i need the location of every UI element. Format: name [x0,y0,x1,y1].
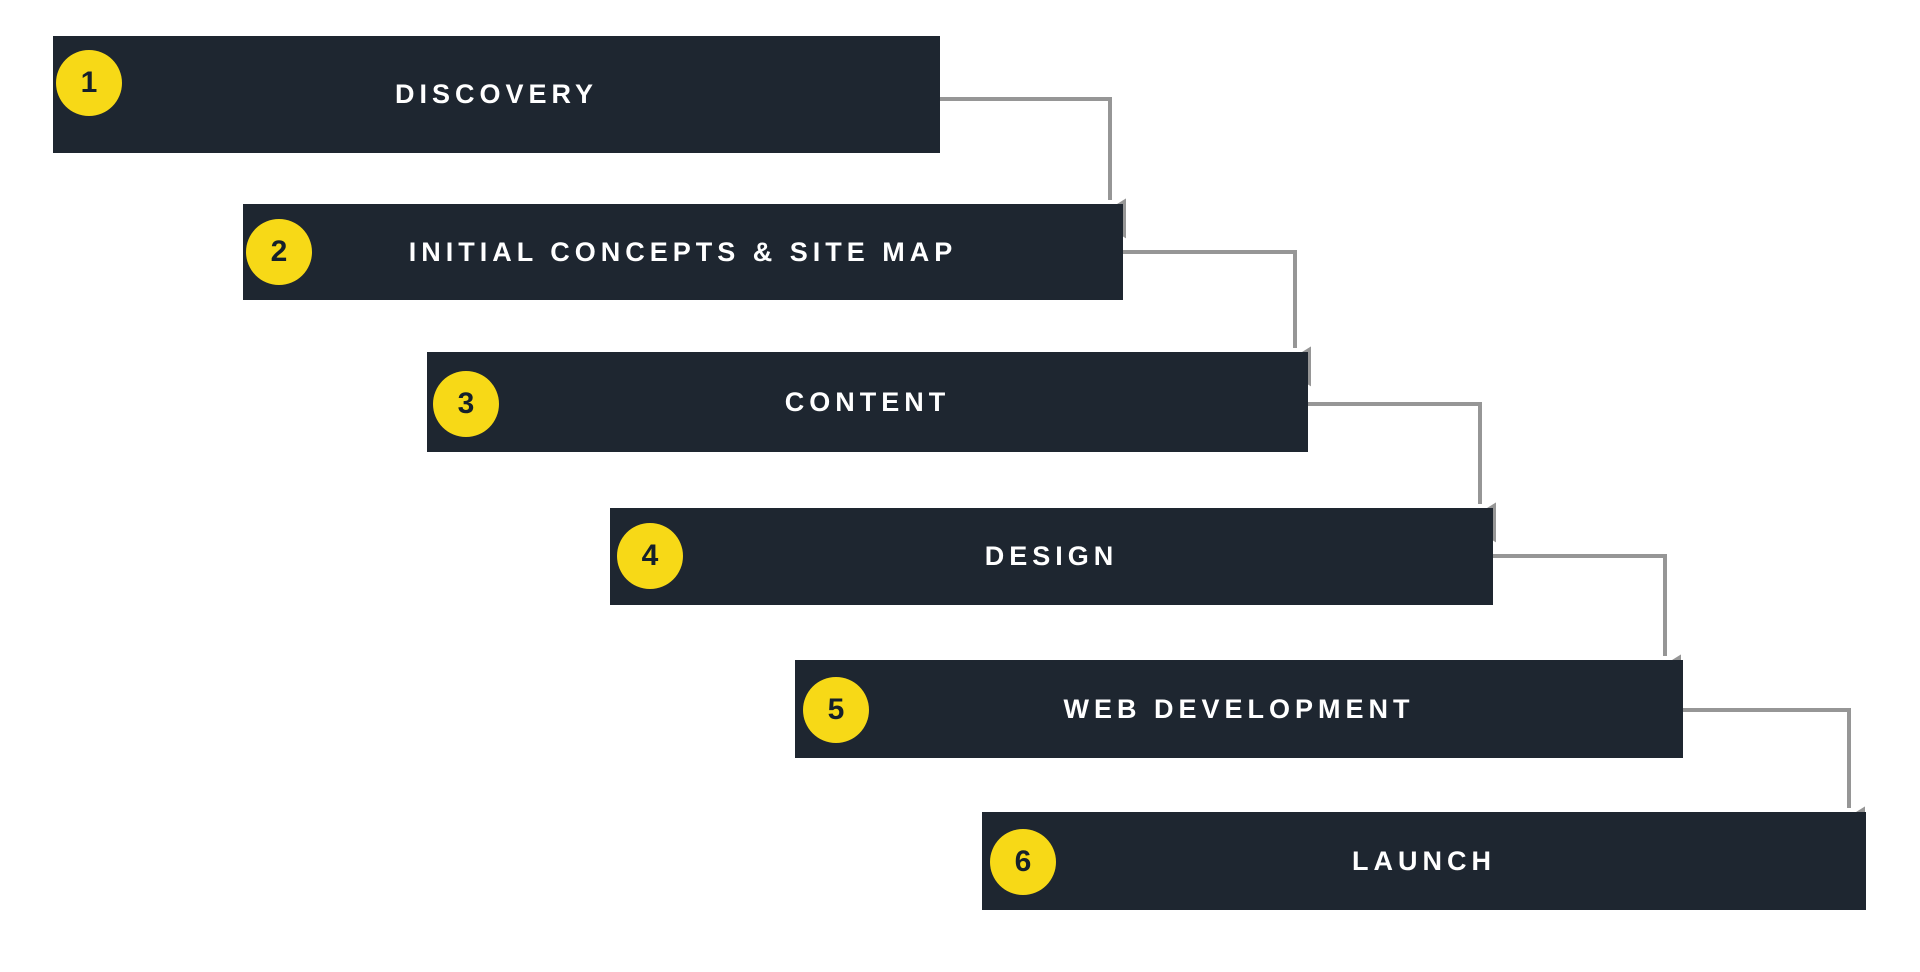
connector-5-to-6 [1683,708,1865,847]
step-bar-5[interactable]: WEB DEVELOPMENT [795,660,1683,758]
step-label-2: INITIAL CONCEPTS & SITE MAP [408,236,958,267]
step-number-badge-2[interactable]: 2 [246,219,312,285]
step-number-badge-1[interactable]: 1 [56,50,122,116]
step-bar-2[interactable]: INITIAL CONCEPTS & SITE MAP [243,204,1123,300]
connector-3-to-4 [1308,402,1496,543]
step-number-5: 5 [827,693,845,726]
step-number-badge-5[interactable]: 5 [803,677,869,743]
step-number-4: 4 [641,539,659,572]
step-number-6: 6 [1014,845,1032,878]
connector-1-to-2 [940,97,1126,239]
step-bar-6[interactable]: LAUNCH [982,812,1866,910]
step-number-3: 3 [457,387,475,420]
step-number-2: 2 [270,235,288,268]
step-number-badge-4[interactable]: 4 [617,523,683,589]
step-label-5: WEB DEVELOPMENT [1063,693,1415,724]
step-bar-4[interactable]: DESIGN [610,508,1493,605]
step-number-badge-3[interactable]: 3 [433,371,499,437]
step-label-4: DESIGN [984,541,1119,571]
step-number-1: 1 [80,66,98,99]
step-label-1: DISCOVERY [394,79,599,109]
step-bar-3[interactable]: CONTENT [427,352,1308,452]
step-number-badge-6[interactable]: 6 [990,829,1056,895]
connector-4-to-5 [1493,554,1681,695]
step-bar-1[interactable]: DISCOVERY [53,36,940,153]
step-label-6: LAUNCH [1352,845,1496,876]
step-label-3: CONTENT [784,386,951,417]
connector-2-to-3 [1123,250,1311,387]
